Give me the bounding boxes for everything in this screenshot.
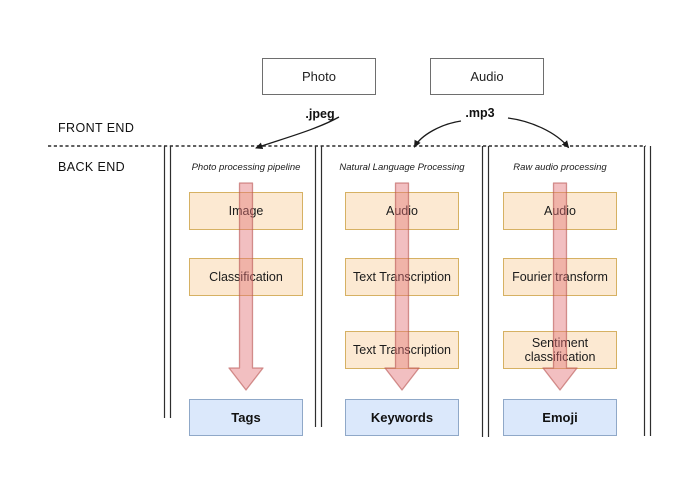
- pipeline-3-step-1: Audio: [503, 192, 617, 230]
- front-end-label: FRONT END: [58, 121, 135, 135]
- source-photo-label: Photo: [302, 69, 336, 84]
- pipeline-1-step-2-label: Classification: [209, 269, 283, 284]
- jpeg-to-pipeline-1-arrow: [255, 116, 340, 149]
- pipeline-3-step-2: Fourier transform: [503, 258, 617, 296]
- pipeline-1-step-1-label: Image: [228, 203, 264, 218]
- pipeline-1-step-1: Image: [189, 192, 303, 230]
- separator-2: [314, 146, 323, 427]
- pipeline-1-output-label: Tags: [231, 410, 261, 425]
- pipeline-1-step-2: Classification: [189, 258, 303, 296]
- pipeline-2-step-3: Text Transcription: [345, 331, 459, 369]
- pipeline-2-step-2-label: Text Transcription: [353, 269, 451, 284]
- pipeline-2-step-1: Audio: [345, 192, 459, 230]
- file-type-mp3-label: .mp3: [465, 106, 495, 120]
- pipeline-2-title: Natural Language Processing: [339, 162, 465, 173]
- pipeline-3-output: Emoji: [503, 399, 617, 436]
- pipeline-3-step-1-label: Audio: [544, 203, 576, 218]
- source-box-audio: Audio: [430, 58, 544, 95]
- pipeline-2-step-3-label: Text Transcription: [353, 342, 451, 357]
- pipeline-3-step-3-label: Sentiment classification: [524, 335, 596, 364]
- file-type-jpeg-label: .jpeg: [305, 107, 335, 121]
- separator-4: [643, 146, 652, 436]
- back-end-label: BACK END: [58, 160, 126, 174]
- pipeline-3-title: Raw audio processing: [513, 162, 607, 173]
- source-audio-label: Audio: [470, 69, 504, 84]
- pipeline-2-step-1-label: Audio: [386, 203, 418, 218]
- pipeline-3-step-2-label: Fourier transform: [512, 269, 608, 284]
- separator-1: [163, 146, 172, 418]
- pipeline-1-output: Tags: [189, 399, 303, 436]
- source-box-photo: Photo: [262, 58, 376, 95]
- separator-3: [481, 146, 490, 437]
- mp3-to-pipeline-3-arrow: [507, 117, 570, 149]
- pipeline-2-output-label: Keywords: [370, 410, 434, 425]
- pipeline-3-output-label: Emoji: [542, 410, 578, 425]
- mp3-to-pipeline-2-arrow: [413, 120, 462, 148]
- pipeline-2-step-2: Text Transcription: [345, 258, 459, 296]
- pipeline-2-output: Keywords: [345, 399, 459, 436]
- pipeline-3-step-3: Sentiment classification: [503, 331, 617, 369]
- pipeline-1-title: Photo processing pipeline: [191, 162, 301, 173]
